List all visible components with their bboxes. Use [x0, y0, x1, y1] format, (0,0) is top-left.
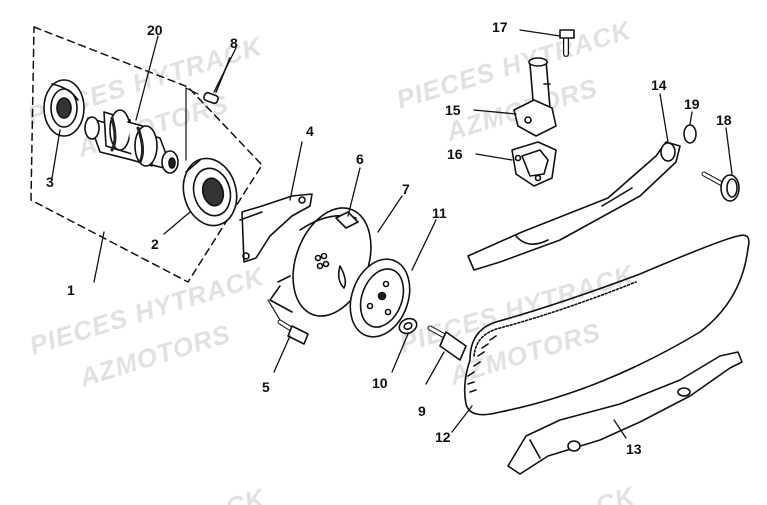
- tensioner-body: [513, 57, 557, 137]
- sprocket-plate: [349, 258, 411, 338]
- camshaft: [84, 109, 179, 174]
- bearing-large: [182, 157, 238, 227]
- timing-chain: [463, 234, 750, 416]
- bearing-small: [43, 79, 85, 137]
- callout-leaders: [51, 29, 733, 439]
- callout-2: 2: [151, 236, 159, 252]
- washer: [398, 317, 418, 335]
- callout-17: 17: [492, 19, 508, 35]
- callout-12: 12: [435, 429, 451, 445]
- sprocket-bolt: [427, 325, 467, 361]
- callout-20: 20: [147, 22, 163, 38]
- callout-7: 7: [402, 181, 410, 197]
- callout-6: 6: [356, 151, 364, 167]
- assembly-dashed-outline: [30, 26, 263, 283]
- plate-bolt: [267, 299, 309, 345]
- callout-11: 11: [432, 205, 447, 221]
- callout-3: 3: [46, 174, 54, 190]
- chain-tensioner-guide: [467, 141, 681, 271]
- callout-1: 1: [67, 282, 75, 298]
- tensioner-gasket: [511, 141, 557, 187]
- lock-tab: [335, 211, 359, 229]
- callout-18: 18: [716, 112, 732, 128]
- callout-14: 14: [651, 77, 667, 93]
- tensioner-bolt: [559, 29, 575, 57]
- callout-5: 5: [262, 379, 270, 395]
- callout-19: 19: [684, 96, 700, 112]
- chain-guide: [507, 351, 743, 475]
- callout-13: 13: [626, 441, 642, 457]
- callout-16: 16: [447, 146, 463, 162]
- cam-sprocket: [269, 207, 372, 317]
- callout-4: 4: [306, 123, 314, 139]
- pivot-bolt: [701, 171, 740, 202]
- callout-8: 8: [230, 35, 238, 51]
- callout-15: 15: [445, 102, 461, 118]
- retainer-plate: [239, 193, 313, 263]
- callout-9: 9: [418, 403, 426, 419]
- o-ring: [683, 124, 697, 144]
- callout-10: 10: [372, 375, 388, 391]
